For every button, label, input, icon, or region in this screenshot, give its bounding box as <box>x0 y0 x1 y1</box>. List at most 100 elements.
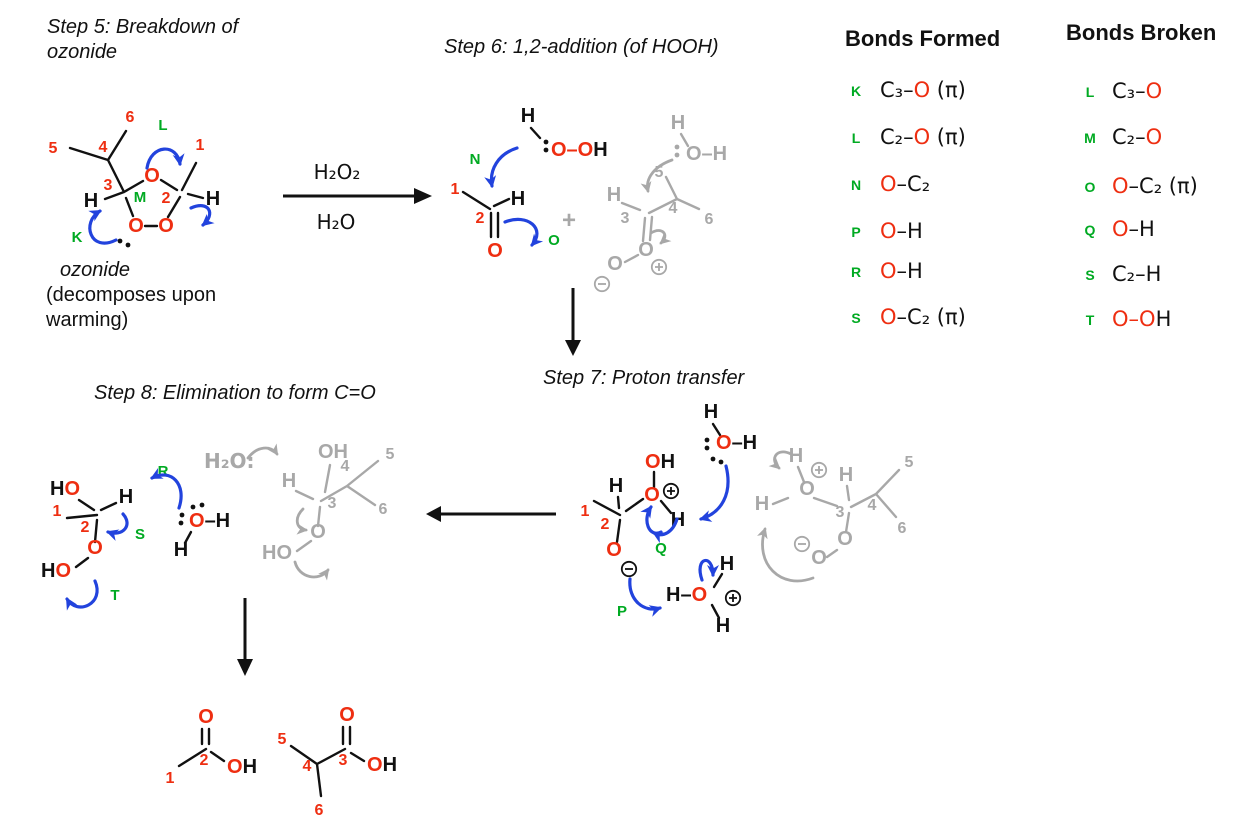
hydrogen-label-gray: H <box>755 493 769 515</box>
hydronium-bonds <box>710 572 724 620</box>
minus-charge-icon <box>793 535 811 553</box>
gray-curved-arrow-top <box>768 450 793 470</box>
carbon2-number: 2 <box>200 752 209 769</box>
plus-charge-icon <box>650 258 668 276</box>
gray-curved-arrow-carbonyl <box>649 229 672 245</box>
lone-pair-dots <box>190 502 205 510</box>
carbon3-number-gray: 3 <box>836 504 845 521</box>
minus-charge-icon <box>620 560 638 578</box>
hydroperoxide-HO-label: HO <box>41 560 71 582</box>
formula-segment: (π) <box>930 305 966 329</box>
acetaldehyde-bonds <box>461 190 511 239</box>
carbon4-number-gray: 4 <box>868 497 877 514</box>
carbon2-number: 2 <box>476 210 485 227</box>
carbon2-number: 2 <box>81 519 90 536</box>
gray-intermediate-bonds <box>771 465 901 559</box>
step8-title: Step 8: Elimination to form C=O <box>94 382 376 404</box>
formula-segment: O–O <box>1112 307 1156 331</box>
formula-segment: O <box>189 510 205 532</box>
oxygen-label: O <box>198 706 214 728</box>
water-O-H-label-gray: O–H <box>686 143 727 165</box>
bond-key-label: K <box>851 83 861 99</box>
carbon4-number-gray: 4 <box>341 458 350 475</box>
formula-segment: O <box>1146 125 1163 149</box>
formula-segment: (π) <box>930 78 966 102</box>
lone-pair-dots-gray <box>674 144 680 158</box>
hydroxyl-OH-label-gray: OH <box>318 441 348 463</box>
formula-segment: O <box>64 478 80 500</box>
carbon1-number: 1 <box>166 770 175 787</box>
lone-pair-dots <box>704 437 710 451</box>
curved-arrow-Q2 <box>652 517 679 544</box>
step5-title-line1: Step 5: Breakdown of <box>47 16 241 38</box>
formula-segment: C₂– <box>880 125 914 149</box>
reaction-arrow: H₂O₂ H₂O <box>283 160 432 234</box>
peroxide-O-OH-label: O–OH <box>551 139 608 161</box>
bond-key-label: P <box>851 224 860 240</box>
curved-arrow-S <box>106 512 129 541</box>
curved-arrow-K <box>88 209 118 245</box>
formula-segment: O <box>716 432 732 454</box>
oxygen-label-gray: O <box>638 239 654 261</box>
down-arrow-head <box>565 340 581 356</box>
formula-segment: –H <box>1129 217 1155 241</box>
hooh-bond <box>529 126 542 140</box>
curved-arrow-hydronium <box>698 558 719 582</box>
down-arrow2-head <box>237 659 253 676</box>
carbon3-number-gray: 3 <box>328 495 337 512</box>
bond-formula: O–H <box>880 219 923 243</box>
formula-segment: H <box>243 756 257 778</box>
formula-segment: O <box>1112 217 1129 241</box>
bonds-formed-list: Bonds Formed K C₃–O (π) L C₂–O (π) N O–C… <box>845 26 1000 329</box>
formula-segment: –C₂ <box>897 305 931 329</box>
curved-arrow-Q1 <box>640 505 663 535</box>
formula-segment: (π) <box>930 125 966 149</box>
step5-section: Step 5: Breakdown of ozonide 5 4 6 1 3 2… <box>45 16 241 331</box>
ozonide-caption-line3: warming) <box>45 309 128 331</box>
formula-segment: C₃– <box>1112 79 1146 103</box>
mech-label-M: M <box>134 189 147 206</box>
ozonide-skeleton-bonds <box>68 129 205 228</box>
plus-charge-icon <box>810 461 828 479</box>
bond-formula: O–C₂ <box>880 172 930 196</box>
curved-arrow-N <box>484 146 519 188</box>
bond-key-label: L <box>852 130 861 146</box>
oxygen-label: O <box>644 484 660 506</box>
oxygen-label-gray: O <box>607 253 623 275</box>
formula-segment: –C₂ <box>1129 174 1163 198</box>
carbon3-number-gray: 3 <box>621 210 630 227</box>
step7-section: Step 7: Proton transfer H O–H OH H 1 2 O… <box>543 367 914 637</box>
carbon6-number-gray: 6 <box>898 520 907 537</box>
bond-formula: C₂–O <box>1112 125 1162 149</box>
formula-segment: O <box>692 584 708 606</box>
bond-formula: O–C₂ (π) <box>1112 174 1198 198</box>
isobutyric-acid-bonds <box>289 725 366 798</box>
carbon5-number: 5 <box>278 731 287 748</box>
oxygen-label-gray: O <box>837 528 853 550</box>
formula-segment: O <box>1112 174 1129 198</box>
hydrogen-label: H <box>206 188 220 210</box>
curved-arrow-O <box>503 217 544 247</box>
bond-key-label: M <box>1084 130 1096 146</box>
carbon1-number: 1 <box>581 503 590 520</box>
curved-arrow-R <box>150 468 183 510</box>
formula-segment: O <box>1146 79 1163 103</box>
gray-curved-arrow-bottom <box>757 527 815 583</box>
bond-formula: O–OH <box>1112 307 1171 331</box>
gray-curved-arrow-deprotonation <box>246 443 279 460</box>
water-bond <box>183 530 193 545</box>
bond-key-label: N <box>851 177 861 193</box>
formula-segment: O <box>55 560 71 582</box>
formula-segment: O <box>880 219 897 243</box>
carbonyl-oxide-bonds <box>620 175 701 264</box>
hydroperoxide-HO-label-gray: HO <box>262 542 292 564</box>
carbon5-number: 5 <box>49 140 58 157</box>
mech-label-K: K <box>72 229 83 246</box>
formula-segment: H– <box>666 584 692 606</box>
bond-formula: C₂–O (π) <box>880 125 966 149</box>
oxygen-label: O <box>144 165 160 187</box>
oxygen-label: O <box>487 240 503 262</box>
carbon2-number: 2 <box>162 190 171 207</box>
hydroxyl-OH-label: OH <box>645 451 675 473</box>
oxygen-label-gray: O <box>799 478 815 500</box>
